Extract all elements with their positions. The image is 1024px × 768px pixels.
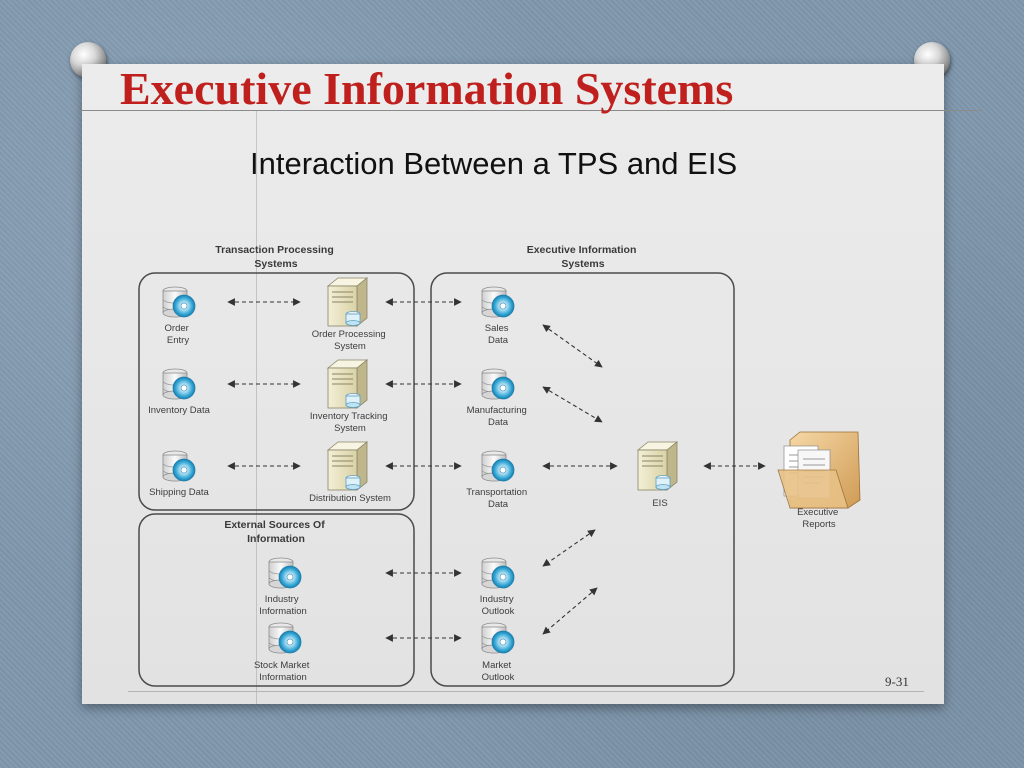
industry-information-database-icon (268, 557, 302, 589)
industry-outlook-label: Industry Outlook (480, 594, 516, 617)
eis-group-box (430, 272, 735, 687)
distribution-system-label: Distribution System (309, 493, 391, 504)
distribution-server-icon (327, 441, 368, 491)
shipping-data-label: Shipping Data (149, 487, 209, 498)
executive-reports-folder-icon (777, 431, 861, 509)
slide-title: Executive Information Systems (120, 63, 734, 114)
arrow-sales-eis (542, 324, 603, 368)
inventory-data-database-icon (162, 368, 196, 400)
eis-label: EIS (652, 498, 667, 509)
external-sources-group-box (138, 513, 415, 687)
title-divider (78, 110, 982, 111)
eis-server-icon (637, 441, 678, 491)
industry-outlook-database-icon (481, 557, 515, 589)
arrow-industry-outlook-eis (542, 529, 596, 567)
order-entry-database-icon (162, 286, 196, 318)
market-outlook-label: Market Outlook (482, 660, 515, 683)
transportation-data-database-icon (481, 450, 515, 482)
sales-data-label: Sales Data (485, 323, 511, 346)
page-number: 9-31 (885, 674, 909, 689)
stock-market-information-label: Stock Market Information (254, 660, 312, 683)
arrow-manufacturing-eis (542, 386, 603, 423)
order-processing-server-icon (327, 277, 368, 327)
order-entry-label: Order Entry (165, 323, 192, 346)
sales-data-database-icon (481, 286, 515, 318)
inventory-data-label: Inventory Data (148, 405, 210, 416)
transportation-data-label: Transportation Data (466, 487, 530, 510)
slide-subtitle: Interaction Between a TPS and EIS (250, 146, 738, 181)
market-outlook-database-icon (481, 622, 515, 654)
arrow-market-outlook-eis (542, 587, 598, 635)
eis-header: Executive Information Systems (527, 244, 640, 270)
vertical-guide-line (256, 110, 257, 704)
tps-group-box (138, 272, 415, 511)
shipping-data-database-icon (162, 450, 196, 482)
external-sources-header: External Sources Of Information (224, 519, 327, 545)
executive-reports-label: Executive Reports (797, 507, 841, 530)
inventory-tracking-server-icon (327, 359, 368, 409)
industry-information-label: Industry Information (259, 594, 307, 617)
inventory-tracking-label: Inventory Tracking System (310, 411, 390, 434)
order-processing-label: Order Processing System (312, 329, 389, 352)
footer-divider (128, 691, 924, 692)
manufacturing-data-label: Manufacturing Data (467, 405, 530, 428)
stock-market-information-database-icon (268, 622, 302, 654)
manufacturing-data-database-icon (481, 368, 515, 400)
connector-arrows (227, 298, 766, 642)
tps-header: Transaction Processing Systems (215, 244, 336, 270)
